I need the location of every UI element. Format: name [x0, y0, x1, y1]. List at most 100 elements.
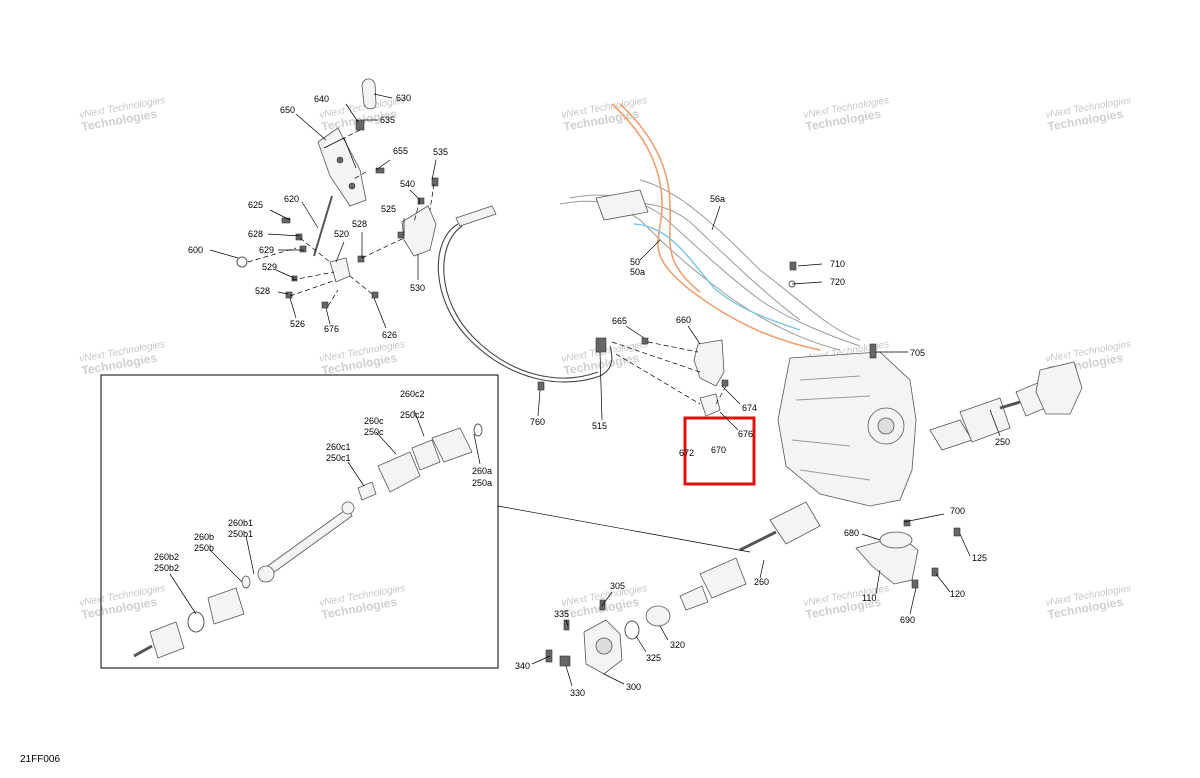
- callout-625[interactable]: 625: [248, 200, 263, 210]
- callout-529[interactable]: 529: [262, 262, 277, 272]
- bolt-690[interactable]: [911, 579, 919, 589]
- callout-700[interactable]: 700: [950, 506, 965, 516]
- callout-305[interactable]: 305: [610, 581, 625, 591]
- callout-710[interactable]: 710: [830, 259, 845, 269]
- boot-260b[interactable]: [207, 587, 245, 625]
- callout-50[interactable]: 50: [630, 257, 640, 267]
- stud-340[interactable]: [545, 649, 553, 663]
- callout-260b1[interactable]: 260b1: [228, 518, 253, 528]
- callout-705[interactable]: 705: [910, 348, 925, 358]
- boot-clamp-260c2[interactable]: [411, 439, 441, 471]
- callout-635[interactable]: 635: [380, 115, 395, 125]
- bushing-628[interactable]: [295, 233, 303, 241]
- callout-50a[interactable]: 50a: [630, 267, 645, 277]
- callout-515[interactable]: 515: [592, 421, 607, 431]
- joint-260c1[interactable]: [357, 481, 377, 501]
- outer-housing-260c2[interactable]: [431, 427, 473, 463]
- callout-690[interactable]: 690: [900, 615, 915, 625]
- bracket-660[interactable]: [693, 339, 725, 387]
- nut-700[interactable]: [903, 519, 911, 527]
- bolt-125[interactable]: [953, 527, 961, 537]
- bolt-528[interactable]: [357, 255, 365, 263]
- callout-330[interactable]: 330: [570, 688, 585, 698]
- callout-629[interactable]: 629: [259, 245, 274, 255]
- callout-260c1[interactable]: 260c1: [326, 442, 351, 452]
- circlip-325[interactable]: [624, 620, 640, 640]
- callout-250a[interactable]: 250a: [472, 478, 492, 488]
- highlight-box[interactable]: [683, 416, 756, 486]
- callout-250b[interactable]: 250b: [194, 543, 214, 553]
- lever-670[interactable]: [699, 393, 721, 417]
- callout-676[interactable]: 676: [738, 429, 753, 439]
- callout-260c2[interactable]: 260c2: [400, 389, 425, 399]
- callout-640[interactable]: 640: [314, 94, 329, 104]
- callout-525[interactable]: 525: [381, 204, 396, 214]
- tripod-260b1[interactable]: [257, 565, 275, 583]
- callout-260c[interactable]: 260c: [364, 416, 384, 426]
- callout-260b2[interactable]: 260b2: [154, 552, 179, 562]
- callout-535[interactable]: 535: [433, 147, 448, 157]
- callout-250c[interactable]: 250c: [364, 427, 384, 437]
- callout-125[interactable]: 125: [972, 553, 987, 563]
- rubber-mount-680[interactable]: [879, 531, 913, 549]
- callout-250b2[interactable]: 250b2: [154, 563, 179, 573]
- nut-526[interactable]: [285, 291, 293, 299]
- cable-bracket-530[interactable]: [401, 205, 437, 257]
- knob-bolt-635[interactable]: [355, 119, 365, 131]
- callout-650[interactable]: 650: [280, 105, 295, 115]
- callout-528[interactable]: 528: [255, 286, 270, 296]
- bolt-655[interactable]: [375, 167, 385, 174]
- callout-335[interactable]: 335: [554, 609, 569, 619]
- callout-670[interactable]: 670: [711, 445, 726, 455]
- callout-526[interactable]: 526: [290, 319, 305, 329]
- callout-300[interactable]: 300: [626, 682, 641, 692]
- callout-260a[interactable]: 260a: [472, 466, 492, 476]
- bolt-525[interactable]: [397, 231, 405, 239]
- callout-626[interactable]: 626: [382, 330, 397, 340]
- callout-540[interactable]: 540: [400, 179, 415, 189]
- washer-529[interactable]: [291, 275, 298, 282]
- callout-665[interactable]: 665: [612, 316, 627, 326]
- callout-760[interactable]: 760: [530, 417, 545, 427]
- callout-520[interactable]: 520: [334, 229, 349, 239]
- callout-250[interactable]: 250: [995, 437, 1010, 447]
- callout-630[interactable]: 630: [396, 93, 411, 103]
- transmission-case[interactable]: [777, 351, 917, 507]
- callout-720[interactable]: 720: [830, 277, 845, 287]
- callout-260[interactable]: 260: [754, 577, 769, 587]
- circlip-260a[interactable]: [473, 423, 483, 437]
- callout-250c1[interactable]: 250c1: [326, 453, 351, 463]
- cable-boot[interactable]: [455, 205, 497, 227]
- callout-110[interactable]: 110: [862, 593, 876, 603]
- callout-655[interactable]: 655: [393, 146, 408, 156]
- outer-cv-260[interactable]: [149, 621, 185, 659]
- clip-760[interactable]: [537, 381, 545, 391]
- bolt-676[interactable]: [321, 301, 329, 309]
- cable-end-515[interactable]: [595, 337, 607, 353]
- harness-connector[interactable]: [595, 189, 649, 221]
- bolt-540[interactable]: [417, 197, 425, 205]
- bolt-710[interactable]: [789, 261, 797, 271]
- callout-676[interactable]: 676: [324, 324, 339, 334]
- bolt-120[interactable]: [931, 567, 939, 577]
- callout-340[interactable]: 340: [515, 661, 530, 671]
- bolt-535[interactable]: [431, 177, 439, 187]
- bolt-665[interactable]: [641, 337, 649, 345]
- wheel-hub-250[interactable]: [1035, 361, 1083, 415]
- callout-260b[interactable]: 260b: [194, 532, 214, 542]
- stud-335[interactable]: [563, 619, 570, 631]
- callout-620[interactable]: 620: [284, 194, 299, 204]
- callout-672[interactable]: 672: [679, 448, 694, 458]
- shift-knob[interactable]: [361, 78, 377, 110]
- callout-250b1[interactable]: 250b1: [228, 529, 253, 539]
- callout-660[interactable]: 660: [676, 315, 691, 325]
- nut-330[interactable]: [559, 655, 571, 667]
- bolt-705[interactable]: [869, 343, 877, 359]
- callout-528[interactable]: 528: [352, 219, 367, 229]
- callout-325[interactable]: 325: [646, 653, 661, 663]
- callout-680[interactable]: 680: [844, 528, 859, 538]
- callout-530[interactable]: 530: [410, 283, 425, 293]
- boot-260c[interactable]: [377, 451, 421, 493]
- nut-674[interactable]: [721, 379, 729, 387]
- bearing-320[interactable]: [645, 605, 671, 627]
